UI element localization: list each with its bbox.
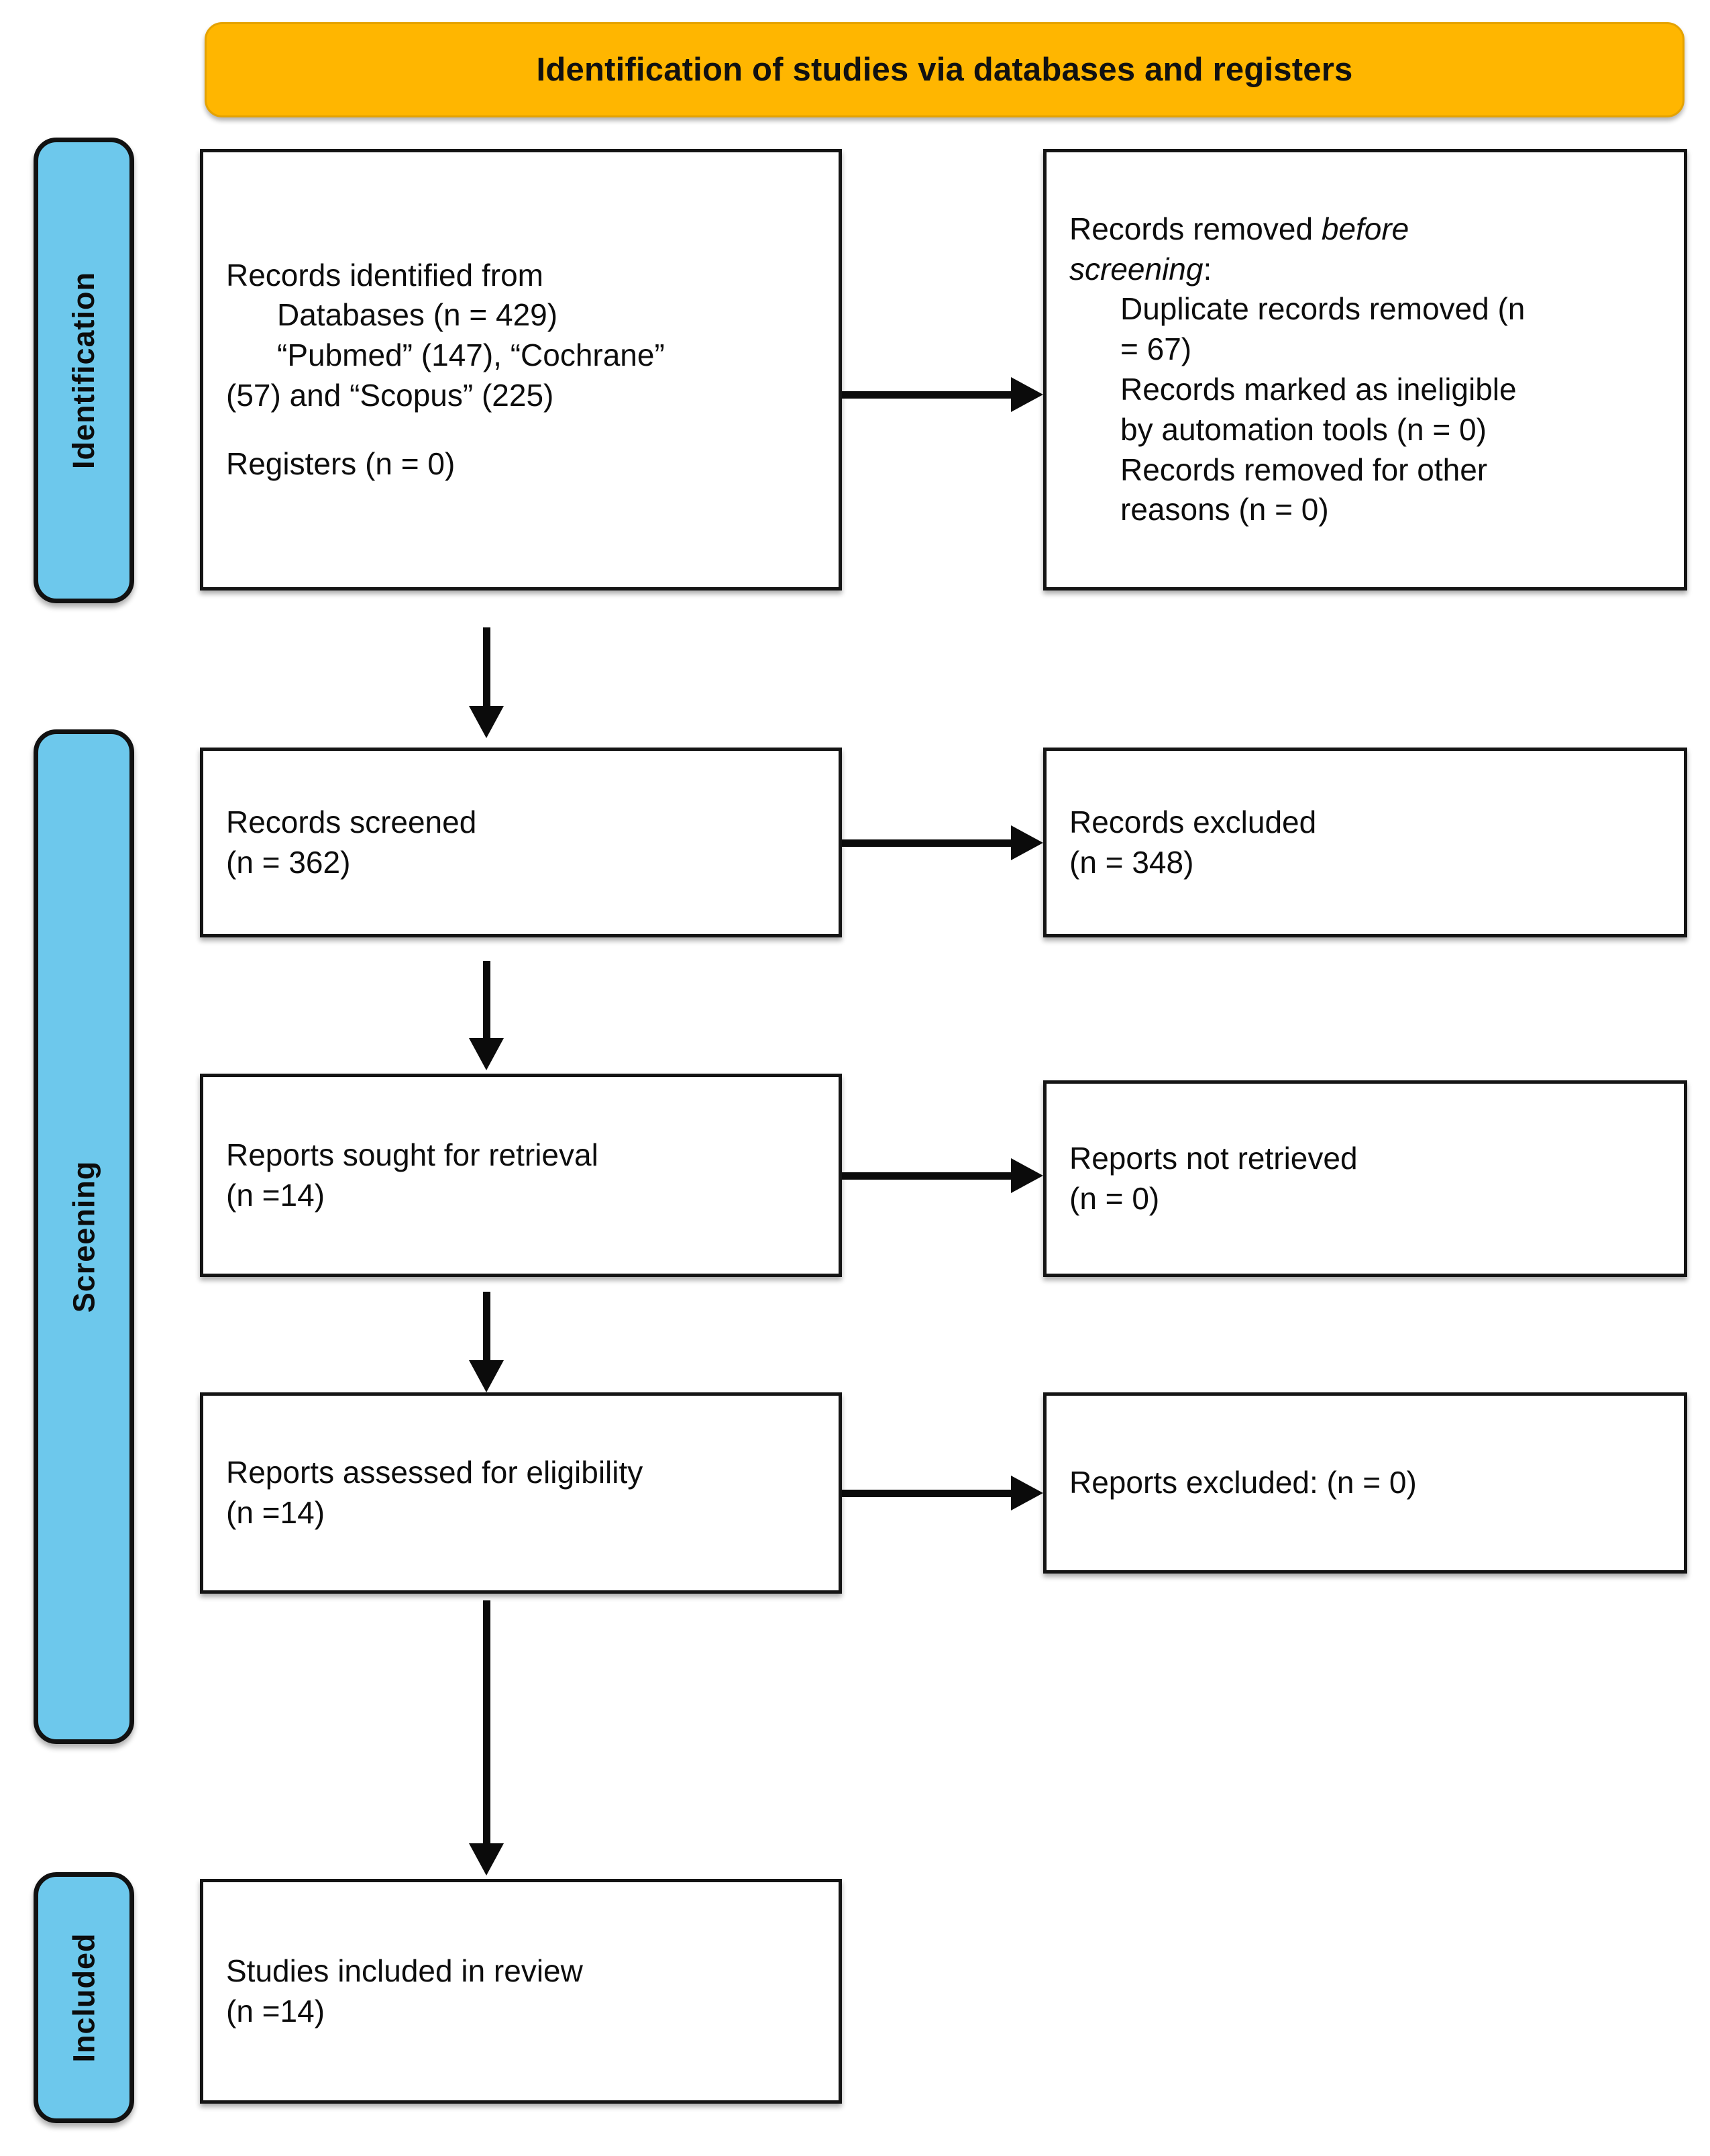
- arrow-head: [469, 706, 504, 738]
- records-identified-line-4: (57) and “Scopus” (225): [226, 377, 554, 413]
- records-removed-line-2b: :: [1203, 251, 1212, 287]
- arrow-shaft: [482, 961, 490, 1040]
- box-records-screened-body: Records screened (n = 362): [203, 803, 839, 883]
- arrow-screened-to-sought: [451, 961, 522, 1070]
- stage-label-identification-text: Identification: [66, 272, 101, 469]
- studies-included-line-2: (n =14): [226, 1993, 325, 2029]
- reports-sought-line-2: (n =14): [226, 1177, 325, 1213]
- arrow-head: [1011, 377, 1043, 412]
- arrow-shaft: [842, 1172, 1016, 1180]
- records-identified-line-2: Databases (n = 429): [277, 297, 558, 333]
- box-records-identified-body: Records identified from Databases (n = 4…: [203, 256, 839, 484]
- records-removed-line-2a: screening: [1069, 251, 1204, 287]
- arrow-head: [1011, 1476, 1043, 1510]
- stage-label-included-text: Included: [66, 1933, 101, 2063]
- records-removed-line-4: = 67): [1120, 331, 1192, 367]
- reports-assessed-line-2: (n =14): [226, 1495, 325, 1530]
- arrow-head: [469, 1360, 504, 1392]
- box-studies-included: Studies included in review (n =14): [200, 1879, 842, 2104]
- box-reports-sought: Reports sought for retrieval (n =14): [200, 1074, 842, 1277]
- arrow-shaft: [482, 627, 490, 708]
- arrow-assessed-to-reports-excluded: [842, 1474, 1043, 1512]
- diagram-title: Identification of studies via databases …: [536, 52, 1353, 88]
- box-records-removed: Records removed before screening: Duplic…: [1043, 149, 1687, 591]
- arrow-head: [1011, 825, 1043, 860]
- diagram-header-banner: Identification of studies via databases …: [205, 22, 1685, 117]
- box-reports-not-retrieved-body: Reports not retrieved (n = 0): [1047, 1139, 1684, 1219]
- reports-assessed-line-1: Reports assessed for eligibility: [226, 1455, 643, 1490]
- arrow-sought-to-not-retrieved: [842, 1157, 1043, 1194]
- records-removed-line-6: by automation tools (n = 0): [1120, 411, 1487, 447]
- stage-label-identification: Identification: [34, 138, 134, 603]
- arrow-shaft: [482, 1292, 490, 1362]
- box-reports-excluded: Reports excluded: (n = 0): [1043, 1392, 1687, 1574]
- arrow-screened-to-excluded: [842, 824, 1043, 862]
- records-identified-line-3: “Pubmed” (147), “Cochrane”: [277, 338, 665, 373]
- box-records-excluded-body: Records excluded (n = 348): [1047, 803, 1684, 883]
- box-records-excluded: Records excluded (n = 348): [1043, 748, 1687, 937]
- reports-excluded-line-1: Reports excluded: (n = 0): [1069, 1465, 1417, 1500]
- records-removed-line-2: screening:: [1069, 250, 1661, 290]
- box-studies-included-body: Studies included in review (n =14): [203, 1951, 839, 2032]
- stage-label-included: Included: [34, 1872, 134, 2123]
- arrow-shaft: [842, 839, 1016, 847]
- arrow-shaft: [482, 1600, 490, 1845]
- arrow-head: [469, 1038, 504, 1070]
- records-identified-spacer: [226, 416, 816, 444]
- stage-label-screening: Screening: [34, 729, 134, 1744]
- reports-sought-line-1: Reports sought for retrieval: [226, 1137, 598, 1172]
- records-identified-line-1: Records identified from: [226, 257, 543, 293]
- records-removed-line-1: Records removed before: [1069, 209, 1661, 250]
- reports-not-retrieved-line-1: Reports not retrieved: [1069, 1140, 1358, 1176]
- arrow-shaft: [842, 1489, 1016, 1497]
- records-removed-line-5: Records marked as ineligible: [1120, 372, 1517, 407]
- studies-included-line-1: Studies included in review: [226, 1953, 583, 1988]
- records-excluded-line-1: Records excluded: [1069, 804, 1317, 839]
- arrow-head: [469, 1843, 504, 1876]
- records-removed-line-1b: before: [1321, 211, 1409, 246]
- records-identified-line-5: Registers (n = 0): [226, 446, 456, 481]
- box-reports-sought-body: Reports sought for retrieval (n =14): [203, 1135, 839, 1216]
- records-screened-line-2: (n = 362): [226, 844, 351, 880]
- arrow-head: [1011, 1158, 1043, 1193]
- arrow-shaft: [842, 391, 1016, 399]
- records-excluded-line-2: (n = 348): [1069, 844, 1194, 880]
- records-removed-line-7: Records removed for other: [1120, 452, 1488, 487]
- box-reports-not-retrieved: Reports not retrieved (n = 0): [1043, 1080, 1687, 1277]
- reports-not-retrieved-line-2: (n = 0): [1069, 1180, 1160, 1216]
- arrow-identified-to-removed: [842, 376, 1043, 413]
- box-reports-assessed-body: Reports assessed for eligibility (n =14): [203, 1453, 839, 1533]
- box-reports-excluded-body: Reports excluded: (n = 0): [1047, 1463, 1684, 1503]
- records-removed-line-1a: Records removed: [1069, 211, 1322, 246]
- box-records-screened: Records screened (n = 362): [200, 748, 842, 937]
- box-records-identified: Records identified from Databases (n = 4…: [200, 149, 842, 591]
- arrow-assessed-to-included: [451, 1600, 522, 1876]
- box-reports-assessed: Reports assessed for eligibility (n =14): [200, 1392, 842, 1594]
- arrow-identified-to-screened: [451, 627, 522, 738]
- arrow-sought-to-assessed: [451, 1292, 522, 1392]
- records-screened-line-1: Records screened: [226, 804, 477, 839]
- box-records-removed-body: Records removed before screening: Duplic…: [1047, 209, 1684, 530]
- records-removed-line-3: Duplicate records removed (n: [1120, 291, 1526, 327]
- records-removed-line-8: reasons (n = 0): [1120, 492, 1329, 527]
- stage-label-screening-text: Screening: [66, 1160, 101, 1313]
